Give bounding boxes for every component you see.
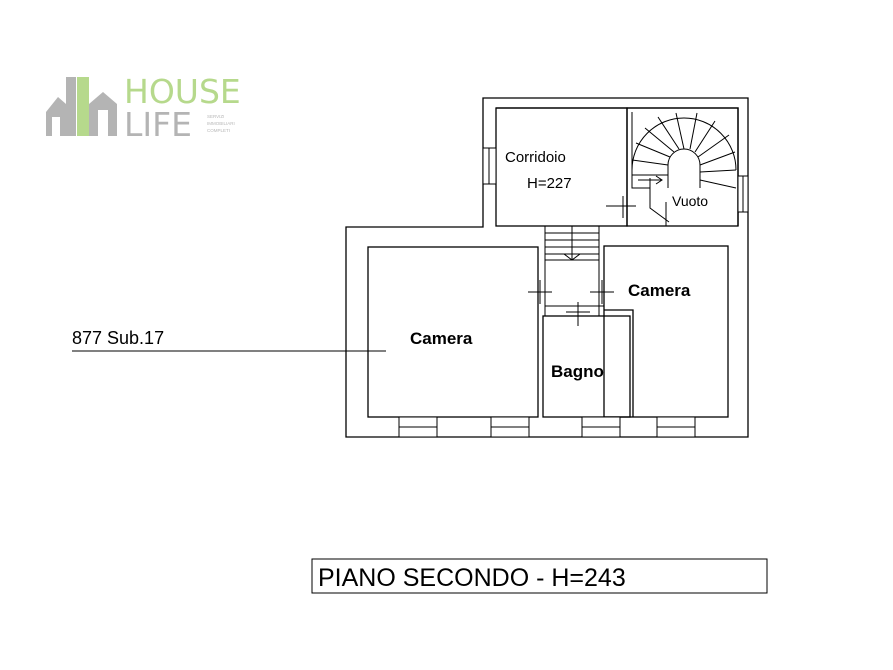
windows	[398, 147, 749, 438]
camera-right-label: Camera	[628, 281, 691, 300]
vuoto-stair-area	[626, 107, 739, 227]
camera-left-label: Camera	[410, 329, 473, 348]
central-stair	[544, 225, 600, 261]
vuoto-label: Vuoto	[672, 193, 708, 209]
bagno-label: Bagno	[551, 362, 604, 381]
logo-buildings-icon	[46, 77, 117, 136]
door-mark-corridoio	[606, 196, 636, 218]
logo-tagline-1: SERVIZI	[207, 114, 224, 119]
floor-title: PIANO SECONDO - H=243	[318, 564, 626, 592]
corridoio-height-label: H=227	[527, 175, 572, 192]
corridoio-label: Corridoio	[505, 149, 566, 166]
camera-left-room	[367, 246, 539, 418]
logo-word-house: HOUSE	[124, 72, 241, 111]
logo-tagline-2: IMMOBILIARI	[207, 121, 235, 126]
floor-title-box: PIANO SECONDO - H=243	[311, 558, 768, 594]
camera-right-room	[603, 245, 729, 418]
house-life-logo: HOUSE LIFE SERVIZI IMMOBILIARI COMPLETI	[46, 72, 241, 144]
spiral-stair-icon	[631, 112, 737, 223]
parcel-label: 877 Sub.17	[72, 328, 164, 348]
corridoio-room	[495, 107, 628, 227]
logo-tagline-3: COMPLETI	[207, 128, 230, 133]
door-marks-disimpegno	[528, 260, 614, 326]
logo-word-life: LIFE	[124, 105, 192, 144]
